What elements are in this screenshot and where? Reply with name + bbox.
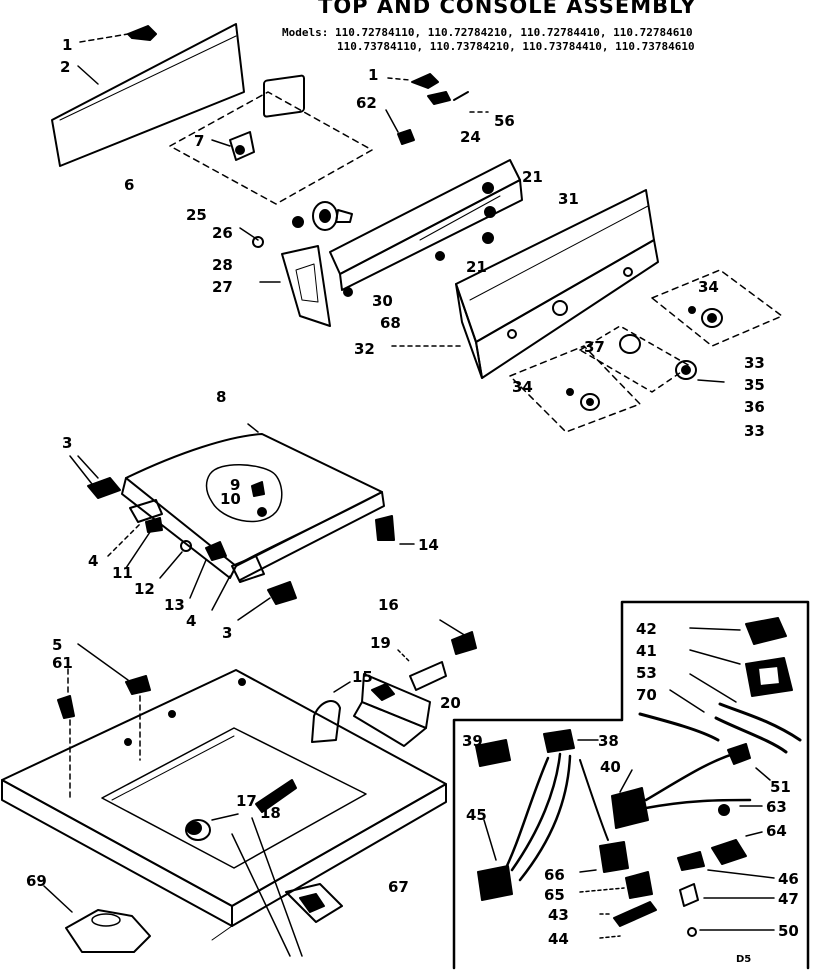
callout-32: 32 xyxy=(354,340,375,358)
callout-10: 10 xyxy=(220,490,241,508)
callout-43: 43 xyxy=(548,906,569,924)
control-subassembly-outline xyxy=(169,74,373,205)
callout-65: 65 xyxy=(544,886,565,904)
knob-kit-group-upper xyxy=(651,269,783,347)
callout-66: 66 xyxy=(544,866,565,884)
callout-35: 35 xyxy=(744,376,765,394)
callout-15: 15 xyxy=(352,668,373,686)
callout-25: 25 xyxy=(186,206,207,224)
callout-36: 36 xyxy=(744,398,765,416)
callout-16: 16 xyxy=(378,596,399,614)
callout-33a: 33 xyxy=(744,354,765,372)
callout-31: 31 xyxy=(558,190,579,208)
callout-47: 47 xyxy=(778,890,799,908)
callout-2: 2 xyxy=(60,58,70,76)
callout-50: 50 xyxy=(778,922,799,940)
callout-21a: 21 xyxy=(522,168,543,186)
callout-56: 56 xyxy=(494,112,515,130)
console-back-panel xyxy=(51,23,245,167)
callout-45: 45 xyxy=(466,806,487,824)
callout-28: 28 xyxy=(212,256,233,274)
cabinet-top xyxy=(1,669,447,941)
callout-34a: 34 xyxy=(698,278,719,296)
callout-64: 64 xyxy=(766,822,787,840)
lid-switch-assembly xyxy=(353,631,477,747)
console-front-panel xyxy=(455,189,659,379)
model-list-line-2: 110.73784110, 110.73784210, 110.73784410… xyxy=(337,40,695,53)
footer-code: D5 xyxy=(736,954,751,965)
callout-4a: 4 xyxy=(88,552,98,570)
callout-69: 69 xyxy=(26,872,47,890)
callout-13: 13 xyxy=(164,596,185,614)
callout-1b: 1 xyxy=(368,66,378,84)
callout-51: 51 xyxy=(770,778,791,796)
callout-11: 11 xyxy=(112,564,133,582)
callout-62: 62 xyxy=(356,94,377,112)
callout-7: 7 xyxy=(194,132,204,150)
model-list-line-1: Models: 110.72784110, 110.72784210, 110.… xyxy=(282,26,693,39)
callout-21b: 21 xyxy=(466,258,487,276)
callout-26: 26 xyxy=(212,224,233,242)
callout-6: 6 xyxy=(124,176,134,194)
callout-14: 14 xyxy=(418,536,439,554)
callout-42: 42 xyxy=(636,620,657,638)
knob-kit-group-lower xyxy=(509,345,641,433)
callout-39: 39 xyxy=(462,732,483,750)
callout-5: 5 xyxy=(52,636,62,654)
callout-20: 20 xyxy=(440,694,461,712)
callout-38: 38 xyxy=(598,732,619,750)
corner-guide-part-67 xyxy=(285,883,343,923)
callout-40: 40 xyxy=(600,758,621,776)
callout-4b: 4 xyxy=(186,612,196,630)
callout-8: 8 xyxy=(216,388,226,406)
callout-1a: 1 xyxy=(62,36,72,54)
callout-9: 9 xyxy=(230,476,240,494)
connector-part-42 xyxy=(745,617,787,645)
bleach-cup-part-69 xyxy=(65,909,151,953)
callout-37: 37 xyxy=(584,338,605,356)
callout-27: 27 xyxy=(212,278,233,296)
callout-18: 18 xyxy=(260,804,281,822)
callout-68: 68 xyxy=(380,314,401,332)
callout-70: 70 xyxy=(636,686,657,704)
diagram-title: TOP AND CONSOLE ASSEMBLY xyxy=(318,0,697,18)
callout-3b: 3 xyxy=(222,624,232,642)
callout-53: 53 xyxy=(636,664,657,682)
callout-44: 44 xyxy=(548,930,569,948)
callout-63: 63 xyxy=(766,798,787,816)
callout-17: 17 xyxy=(236,792,257,810)
callout-3a: 3 xyxy=(62,434,72,452)
callout-67: 67 xyxy=(388,878,409,896)
console-end-bracket xyxy=(281,245,331,327)
callout-30: 30 xyxy=(372,292,393,310)
callout-41: 41 xyxy=(636,642,657,660)
callout-61: 61 xyxy=(52,654,73,672)
console-mounting-rail xyxy=(329,159,523,291)
screw-part-1 xyxy=(127,25,157,41)
callout-12: 12 xyxy=(134,580,155,598)
callout-46: 46 xyxy=(778,870,799,888)
callout-19: 19 xyxy=(370,634,391,652)
wiring-harness-inset xyxy=(452,600,810,970)
knob-part-25 xyxy=(312,201,353,231)
washer-lid xyxy=(121,433,385,581)
callout-34b: 34 xyxy=(512,378,533,396)
callout-33b: 33 xyxy=(744,422,765,440)
callout-24: 24 xyxy=(460,128,481,146)
